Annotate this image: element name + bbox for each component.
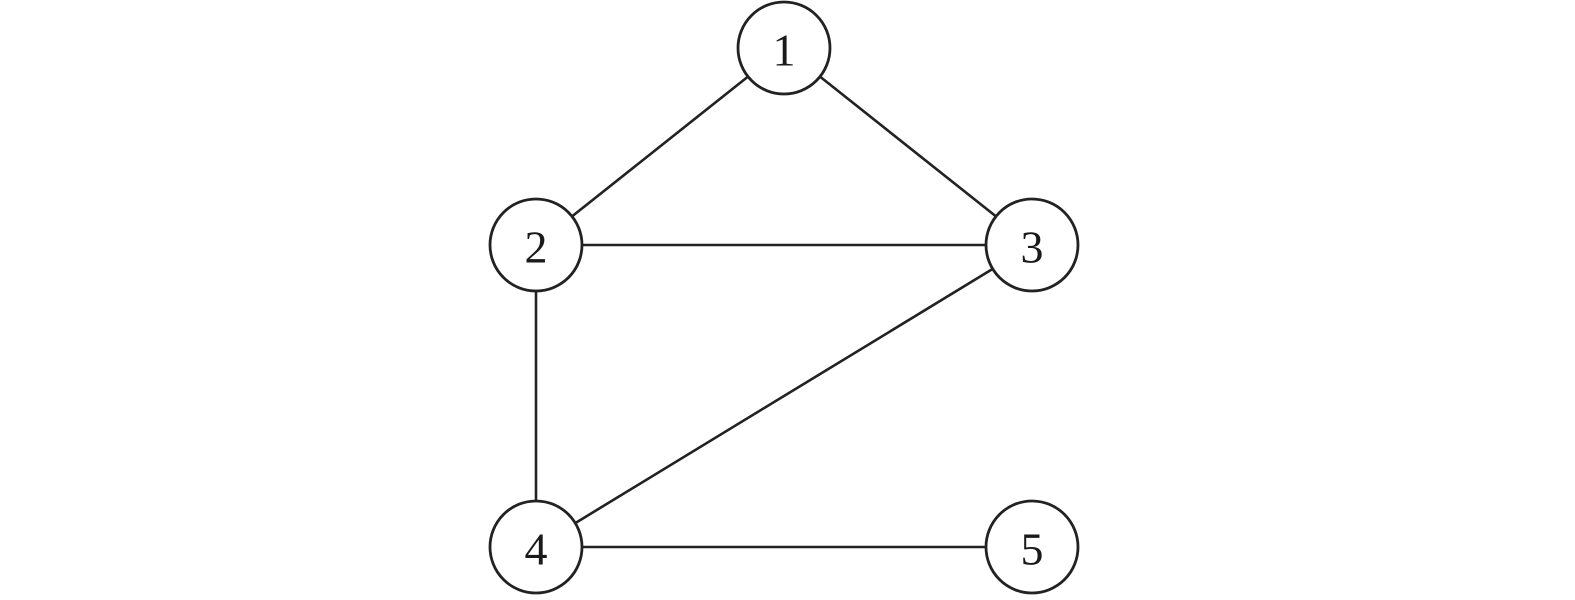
edge-1-3	[819, 75, 997, 218]
node-label: 4	[525, 524, 548, 575]
node-circle	[736, 0, 832, 96]
node-circle	[488, 197, 584, 293]
node-label: 3	[1021, 222, 1044, 273]
node-5: 5	[984, 499, 1080, 595]
node-1: 1	[736, 0, 832, 96]
node-circle	[984, 499, 1080, 595]
node-3: 3	[984, 197, 1080, 293]
node-4: 4	[488, 499, 584, 595]
node-circle	[984, 197, 1080, 293]
node-2: 2	[488, 197, 584, 293]
edge-3-4	[574, 267, 994, 525]
edges-layer	[534, 75, 997, 549]
node-label: 1	[773, 25, 796, 76]
node-label: 5	[1021, 524, 1044, 575]
nodes-layer: 1 2 3 4 5	[488, 0, 1080, 595]
node-label: 2	[525, 222, 548, 273]
node-circle	[488, 499, 584, 595]
edge-1-2	[571, 75, 749, 218]
